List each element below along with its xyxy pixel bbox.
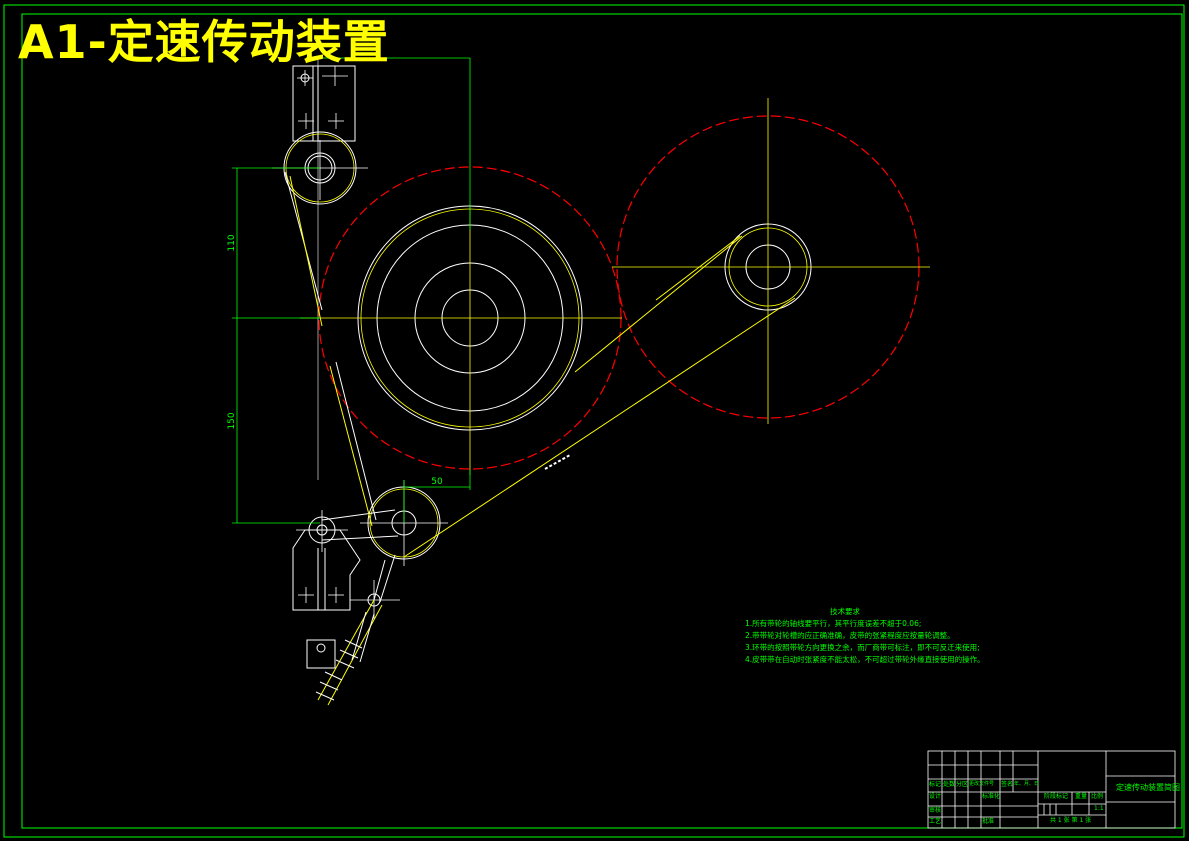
technical-requirements-heading: 技术要求	[830, 607, 860, 616]
dim-lower-vertical: 150	[227, 412, 237, 429]
requirement-item: 2.带带轮对轮槽的应正确准确，皮带的张紧程度应按量轮调整。	[745, 631, 955, 640]
title-block-scale: 1:1	[1094, 805, 1104, 812]
tension-assembly	[292, 480, 448, 706]
inner-border	[21, 13, 1183, 829]
title-block-stage: 重量	[1075, 793, 1088, 800]
title-block-role: 标准化	[982, 793, 1001, 800]
outer-border	[3, 4, 1185, 838]
title-block-stage: 阶段标记	[1044, 793, 1069, 800]
main-pulley	[300, 166, 622, 475]
title-block-header: 签名	[1001, 781, 1014, 788]
title-block-drawing-name: 定速传动装置简图	[1116, 783, 1180, 792]
title-block-header: 年、月、日	[1014, 781, 1040, 787]
belt	[284, 171, 796, 558]
title-block-header: 处数	[943, 781, 956, 788]
title-block-header: 标记	[929, 781, 942, 788]
dim-upper-vertical: 110	[227, 234, 237, 251]
dim-horizontal: 50	[431, 477, 443, 487]
title-block-role: 工艺	[929, 818, 942, 825]
title-block-lines	[927, 750, 1176, 829]
title-block-header: 更改文件号	[969, 781, 995, 787]
requirement-item: 3.环带的按照带轮方向更换之余，而厂商带可标注，即不可反迁来使用;	[745, 643, 980, 652]
technical-requirements: 技术要求 1.所有带轮的轴线要平行，其平行度误差不超于0.06; 2.带带轮对轮…	[745, 606, 985, 666]
title-block-role: 批准	[982, 818, 995, 825]
requirement-item: 1.所有带轮的轴线要平行，其平行度误差不超于0.06;	[745, 619, 922, 628]
requirement-item: 4.皮带带在自动时张紧度不能太松，不可超过带轮外缘直接使用的操作。	[745, 655, 985, 664]
title-block-sheet: 共 1 张 第 1 张	[1050, 817, 1092, 824]
title-block-role: 审核	[929, 807, 942, 814]
upper-idler	[272, 60, 368, 480]
dimension-lines	[232, 57, 471, 524]
title-block-header: 分区	[956, 781, 969, 788]
title-block-stage: 比例	[1091, 793, 1104, 800]
drawing-title: A1-定速传动装置	[18, 15, 390, 69]
title-block-role: 设计	[929, 793, 942, 800]
motor-pulley	[612, 98, 930, 424]
